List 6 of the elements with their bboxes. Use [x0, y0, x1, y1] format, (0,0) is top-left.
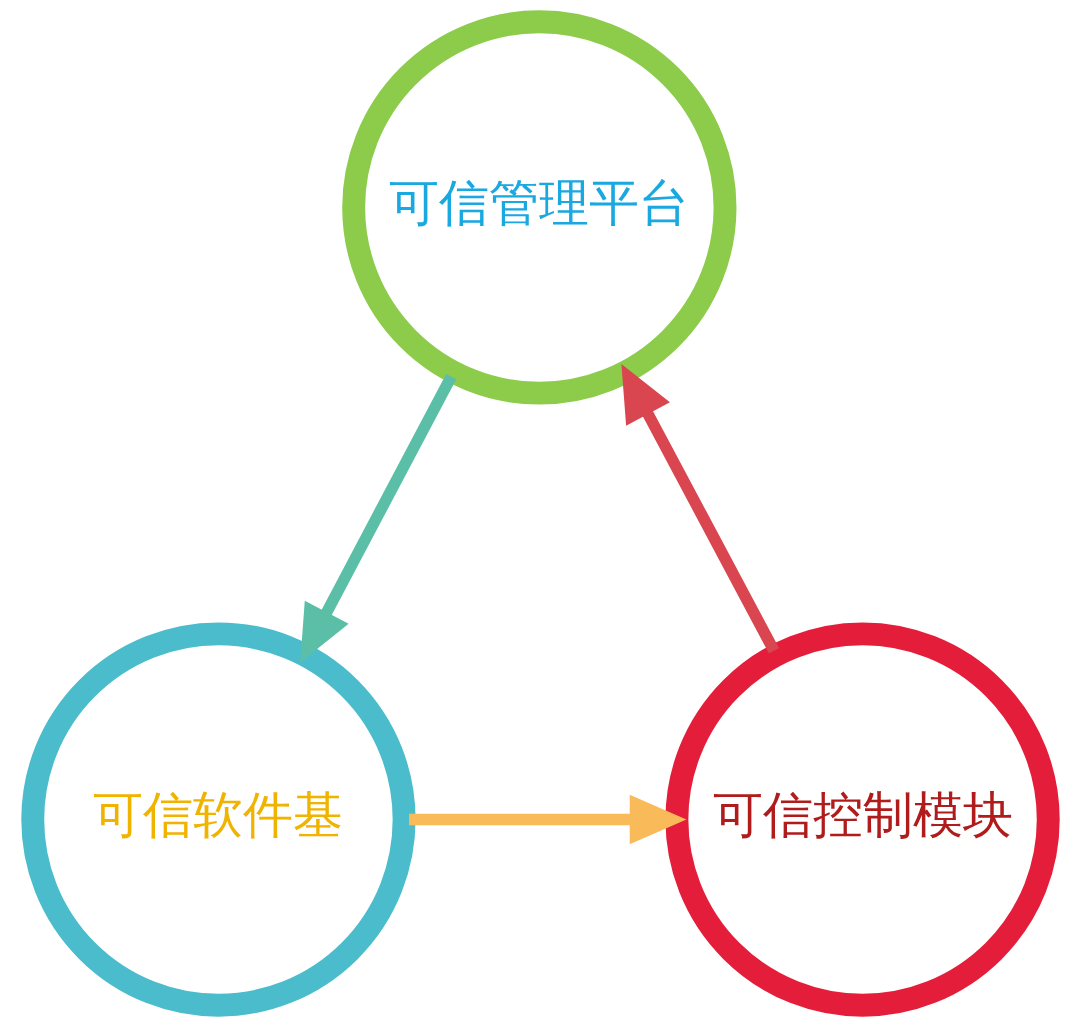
arrow: [408, 794, 686, 845]
arrow: [620, 363, 779, 654]
node-circle: 可信管理平台: [341, 10, 736, 405]
node-circle: 可信软件基: [20, 622, 416, 1017]
arrow: [299, 373, 456, 663]
node-circle: 可信控制模块: [664, 622, 1060, 1017]
